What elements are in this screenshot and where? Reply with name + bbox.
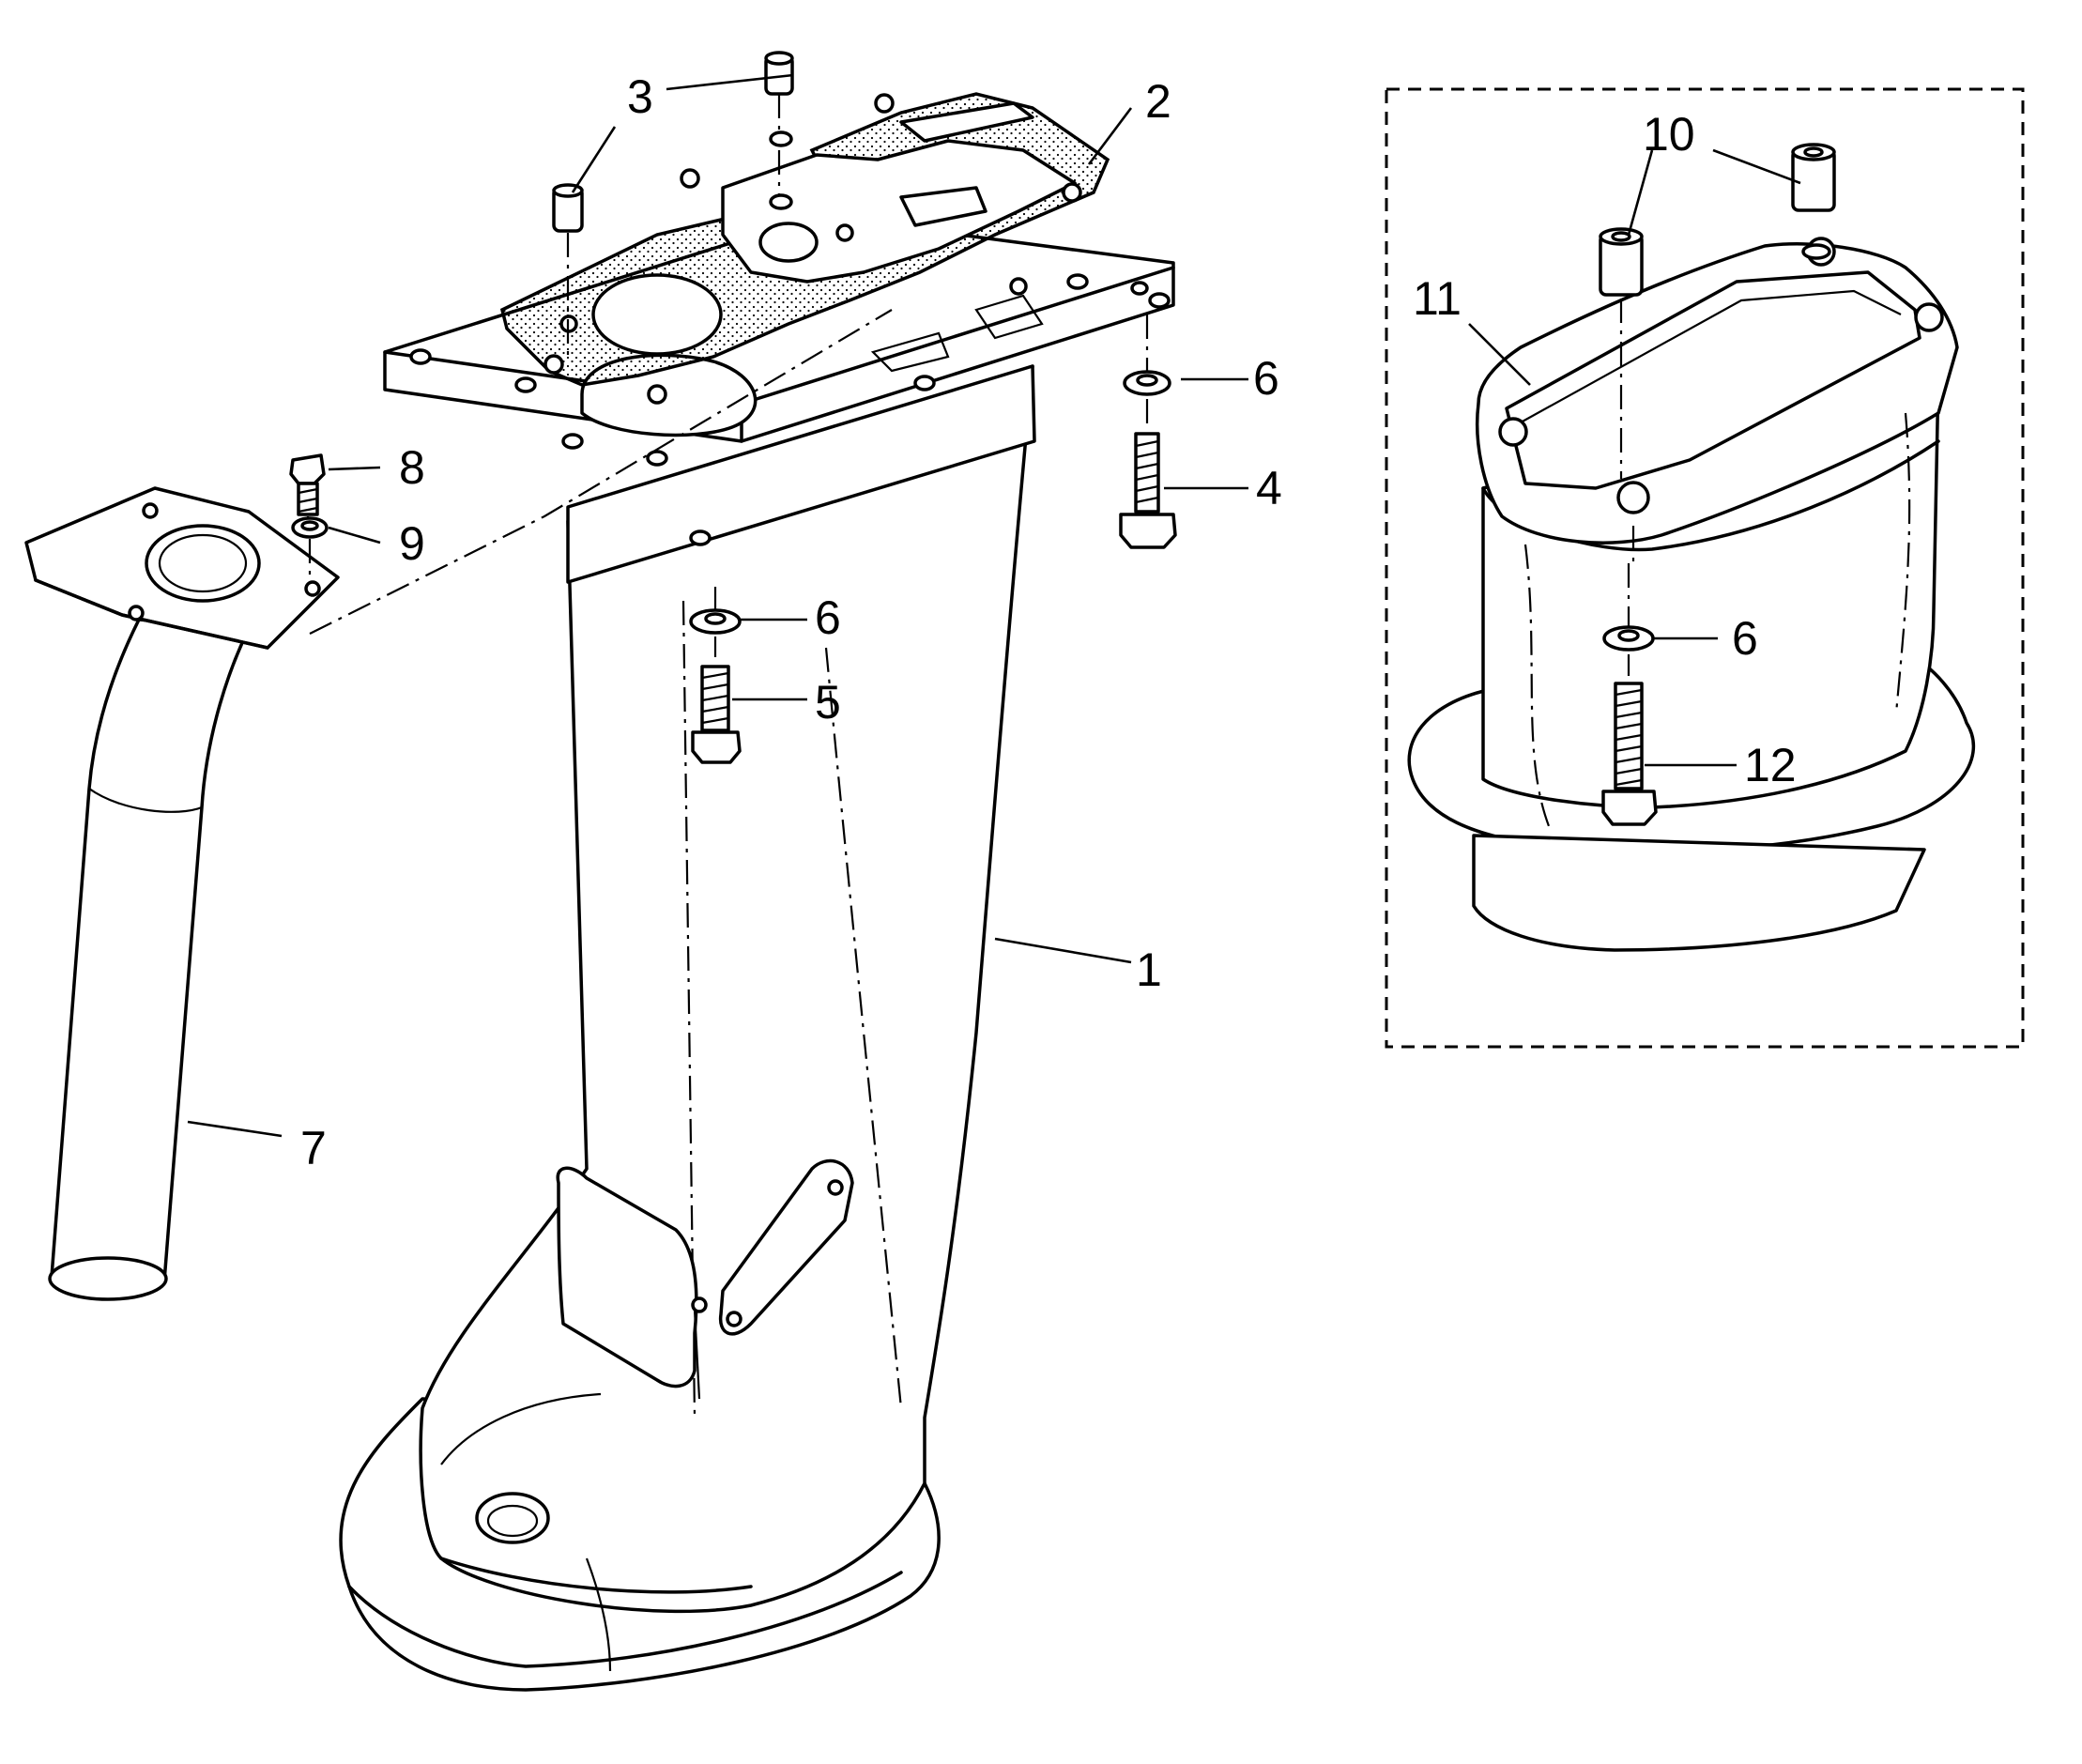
sleeve <box>1791 143 1836 260</box>
screw <box>289 453 326 516</box>
callout-8: 8 <box>399 441 425 494</box>
callout-6-inset: 6 <box>1732 612 1758 665</box>
callout-9: 9 <box>399 517 425 570</box>
gasket <box>499 92 1110 405</box>
driveshaft-housing <box>339 364 1036 1692</box>
washer <box>291 516 329 575</box>
bolt <box>691 637 742 764</box>
dowel-pin <box>764 51 794 210</box>
callout-11: 11 <box>1413 272 1462 325</box>
callout-6-center: 6 <box>815 591 841 644</box>
callout-7: 7 <box>300 1122 327 1174</box>
callout-2: 2 <box>1145 75 1171 128</box>
washer <box>1123 314 1171 396</box>
callout-labels: 3 2 6 4 6 5 1 7 8 9 10 11 6 12 <box>300 70 1797 1174</box>
bolt <box>1601 654 1658 826</box>
callout-1: 1 <box>1136 943 1162 996</box>
washer <box>1602 563 1655 652</box>
extension-housing <box>1407 237 1976 952</box>
callout-3: 3 <box>627 70 653 123</box>
exhaust-tube <box>24 309 893 1301</box>
callout-10: 10 <box>1643 108 1695 161</box>
bolt <box>1119 399 1177 549</box>
callout-4: 4 <box>1256 462 1282 514</box>
inset-box <box>1385 87 2025 1049</box>
callout-12: 12 <box>1744 739 1797 791</box>
callout-5: 5 <box>815 676 841 729</box>
leader-lines <box>187 73 1801 1138</box>
sleeve <box>1599 227 1644 479</box>
dowel-pin <box>552 183 584 357</box>
callout-6-right: 6 <box>1253 352 1279 405</box>
washer <box>689 587 742 635</box>
